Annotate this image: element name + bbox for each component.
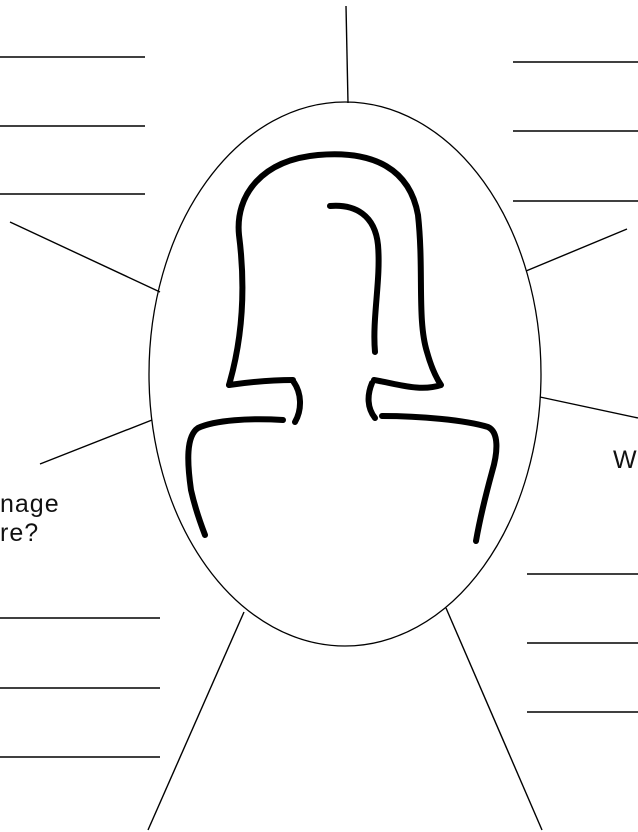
left-prompt-line1: nage bbox=[0, 490, 60, 518]
right-prompt-fragment: W bbox=[613, 446, 638, 474]
spoke-mid-left bbox=[40, 420, 152, 464]
shoulder-left bbox=[188, 419, 283, 535]
spoke-upper-right bbox=[526, 229, 627, 271]
neck-right bbox=[369, 383, 375, 418]
spoke-bottom-right bbox=[446, 608, 542, 830]
spoke-mid-right bbox=[540, 397, 638, 418]
neck-left bbox=[293, 381, 300, 422]
spoke-top bbox=[346, 6, 348, 103]
character-oval bbox=[149, 102, 541, 646]
shoulder-right bbox=[382, 416, 496, 541]
hair-outline bbox=[229, 154, 441, 388]
spoke-upper-left bbox=[10, 222, 160, 292]
person-silhouette-icon bbox=[188, 154, 496, 541]
face-edge bbox=[330, 206, 379, 352]
hair-left-lower bbox=[229, 380, 293, 385]
spoke-bottom-left bbox=[148, 612, 244, 830]
left-prompt-line2: re? bbox=[0, 519, 39, 547]
